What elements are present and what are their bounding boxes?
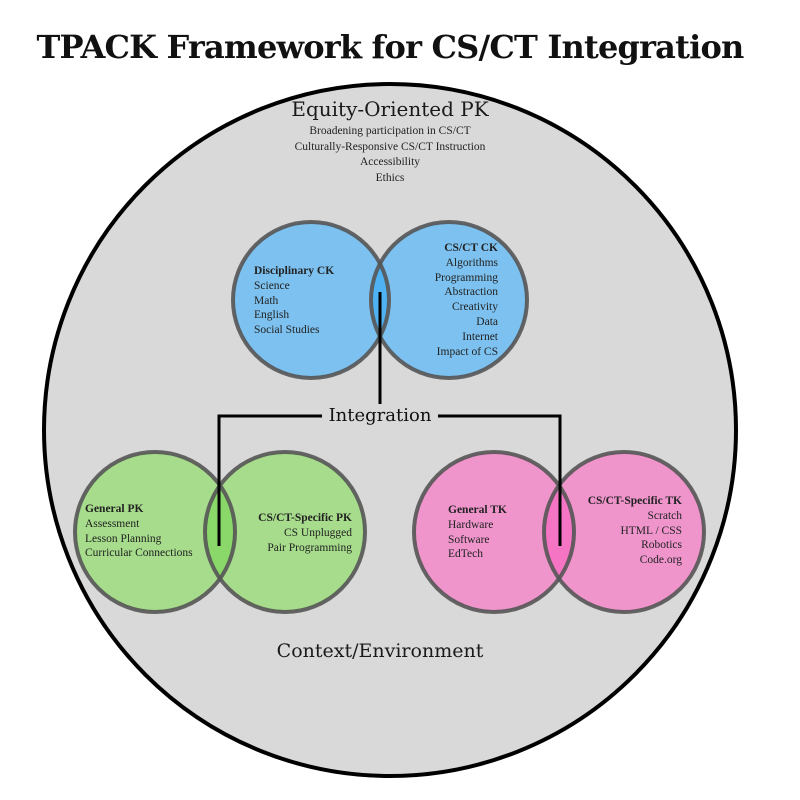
context-environment-label: Context/Environment [276,640,484,662]
cs-ct-specific-pk-item: Pair Programming [267,541,352,554]
general-pk-circle [75,452,235,612]
general-pk-outline [73,450,237,614]
general-tk-heading: General TK [448,504,507,516]
cs-ct-specific-pk-heading: CS/CT-Specific PK [258,512,352,524]
general-tk-outline [412,450,576,614]
disciplinary-ck-item: Math [254,294,279,307]
equity-item: Broadening participation in CS/CT [309,125,471,137]
cs-ct-specific-pk-outline [203,450,367,614]
equity-item: Culturally-Responsive CS/CT Instruction [294,140,486,153]
disciplinary-ck-outline [231,220,391,380]
technological-knowledge-venn [412,450,706,614]
equity-oriented-pk-list: Broadening participation in CS/CT Cultur… [190,124,590,186]
general-pk-label: General PK Assessment Lesson Planning Cu… [85,502,193,561]
integration-connectors [217,292,562,546]
general-tk-circle [414,452,574,612]
cs-ct-ck-item: Programming [434,271,498,284]
cs-ct-ck-outline [369,220,529,380]
cs-ct-specific-tk-label: CS/CT-Specific TK Scratch HTML / CSS Rob… [572,494,682,568]
disciplinary-ck-item: English [254,309,290,322]
cs-ct-specific-tk-item: Scratch [647,509,682,522]
cs-ct-ck-item: Algorithms [445,256,498,269]
cs-ct-ck-heading: CS/CT CK [444,242,498,254]
content-knowledge-venn [231,220,529,380]
cs-ct-ck-item: Creativity [452,301,498,314]
cs-ct-specific-tk-outline [542,450,706,614]
integration-bracket-right [430,414,562,546]
cs-ct-specific-tk-item: HTML / CSS [620,524,682,537]
cs-ct-specific-tk-circle [544,452,704,612]
cs-ct-ck-item: Abstraction [444,286,498,299]
general-pk-heading: General PK [85,503,144,515]
cs-ct-specific-pk-circle [205,452,365,612]
general-tk-item: EdTech [448,548,483,561]
cs-ct-ck-item: Data [476,315,498,328]
context-environment-circle [42,82,738,778]
disciplinary-ck-heading: Disciplinary CK [254,265,335,277]
disciplinary-ck-item: Science [254,279,290,292]
integration-bracket-left [217,414,330,546]
general-pk-item: Lesson Planning [85,532,162,545]
cs-ct-specific-tk-item: Robotics [641,539,682,552]
general-tk-label: General TK Hardware Software EdTech [448,503,507,562]
disciplinary-ck-label: Disciplinary CK Science Math English Soc… [254,264,334,338]
cs-ct-specific-pk-label: CS/CT-Specific PK CS Unplugged Pair Prog… [240,511,352,555]
cs-ct-ck-label: CS/CT CK Algorithms Programming Abstract… [398,241,498,359]
cs-ct-ck-circle [371,222,527,378]
equity-oriented-pk-heading: Equity-Oriented PK [291,97,489,121]
integration-label: Integration [322,404,438,428]
cs-ct-specific-pk-item: CS Unplugged [283,526,352,539]
general-pk-item: Curricular Connections [85,547,193,560]
cs-ct-ck-item: Internet [462,330,498,343]
cs-ct-specific-tk-heading: CS/CT-Specific TK [587,495,682,507]
cs-ct-specific-tk-item: Code.org [639,554,682,567]
equity-item: Ethics [375,171,405,184]
page-title: TPACK Framework for CS/CT Integration [36,28,745,66]
general-pk-item: Assessment [85,517,140,530]
cs-ct-ck-item: Impact of CS [436,345,498,358]
equity-item: Accessibility [359,156,421,169]
pedagogical-knowledge-venn [73,450,367,614]
general-tk-item: Software [448,533,490,546]
general-tk-item: Hardware [448,518,494,531]
disciplinary-ck-item: Social Studies [254,324,320,337]
disciplinary-ck-circle [233,222,389,378]
